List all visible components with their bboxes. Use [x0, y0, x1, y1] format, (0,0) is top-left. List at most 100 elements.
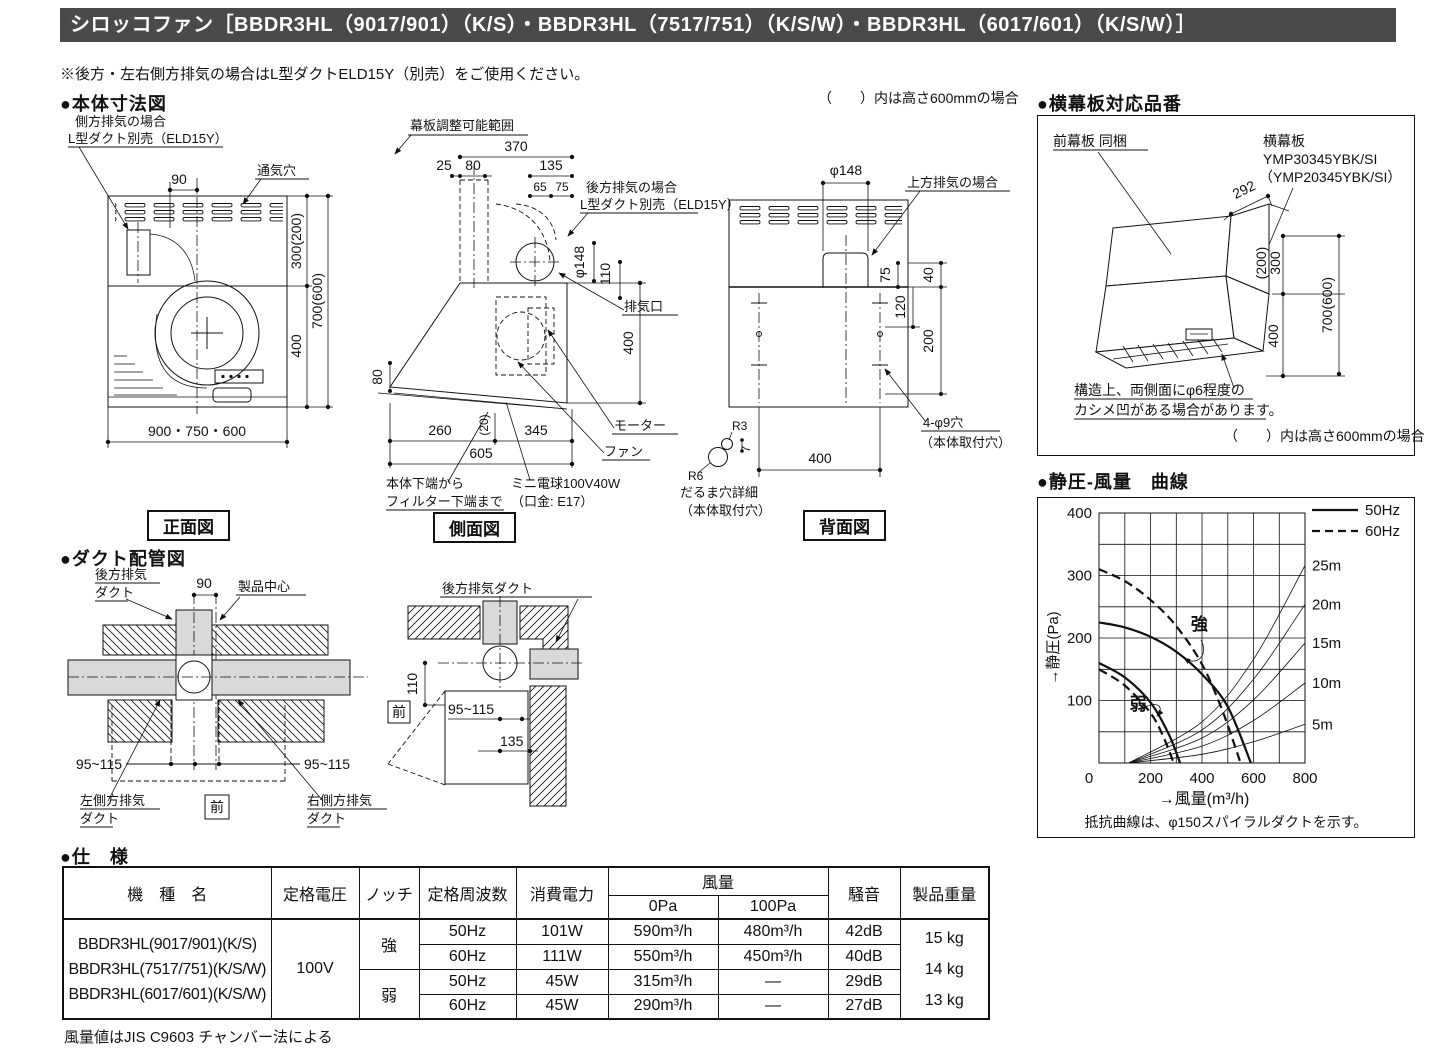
side-dim-260: 260 [428, 422, 452, 438]
spec-cell-flow0: 550m³/h [607, 943, 719, 970]
svg-text:25m: 25m [1312, 558, 1341, 575]
back-r3: R3 [732, 419, 748, 433]
spec-cell-freq: 50Hz [418, 918, 517, 945]
svg-text:60Hz: 60Hz [1365, 523, 1400, 540]
back-dim-40: 40 [920, 267, 936, 283]
spec-cell-noise: 40dB [827, 943, 901, 970]
front-side-exhaust-note-line2: L型ダクト別売（ELD15Y） [68, 131, 228, 146]
side-makuita-label: 幕板調整可能範囲 [410, 118, 514, 133]
duct-right-label2: ダクト [307, 811, 346, 826]
back-holes-note-line2: （本体取付穴） [920, 435, 1011, 450]
duct2-front-label: 前 [392, 704, 406, 720]
side-dim-65: 65 [533, 180, 547, 194]
back-view-caption: 背面図 [803, 510, 886, 541]
side-dim-345: 345 [524, 422, 548, 438]
front-dim-width: 900・750・600 [148, 423, 246, 439]
spec-col-model: 機 種 名 [62, 866, 272, 920]
pq-x-axis-title: →風量(m³/h) [1159, 791, 1250, 808]
back-dim-phi148: φ148 [830, 162, 863, 178]
front-dim-lower: 400 [288, 334, 304, 358]
side-rear-exhaust-line2: L型ダクト別売（ELD15Y） [580, 197, 740, 212]
spec-cell-flow0: 315m³/h [607, 968, 719, 995]
side-panel-box: 前幕板 同梱 横幕板 YMP30345YBK/SI （YMP20345YBK/S… [1037, 115, 1425, 456]
back-daruma-note-line1: だるま穴詳細 [680, 485, 758, 500]
spec-weights: 15 kg 14 kg 13 kg [899, 918, 990, 1020]
spec-notch-weak: 弱 [358, 968, 420, 1020]
side-dim-605: 605 [469, 445, 493, 461]
side-dim-80-left: 80 [369, 369, 385, 385]
side-dim-25: 25 [436, 157, 452, 173]
duct-left-label1: 左側方排気 [80, 793, 145, 808]
sp-dim-300: 300 [1267, 251, 1283, 275]
side-dim-75: 75 [555, 180, 569, 194]
sp-kashime-note-2: カシメ凹がある場合があります。 [1074, 402, 1283, 418]
back-r6: R6 [688, 469, 704, 483]
spec-cell-freq: 60Hz [418, 993, 517, 1020]
spec-cell-flow100: 480m³/h [717, 918, 829, 945]
svg-text:強: 強 [1191, 614, 1208, 634]
spec-weight-3: 13 kg [924, 991, 964, 1009]
spec-col-freq: 定格周波数 [418, 866, 517, 920]
spec-cell-flow0: 590m³/h [607, 918, 719, 945]
duct2-dim-110: 110 [404, 673, 420, 696]
svg-text:10m: 10m [1312, 675, 1341, 692]
sp-side-panel-3: （YMP20345YBK/SI） [1259, 169, 1401, 185]
spec-model-3: BBDR3HL(6017/601)(K/S/W) [68, 985, 267, 1003]
heading-duct-layout: ●ダクト配管図 [60, 549, 186, 569]
back-dim-75: 75 [877, 267, 893, 283]
spec-col-100pa: 100Pa [717, 894, 829, 920]
side-view-caption: 側面図 [433, 512, 516, 543]
front-vent-label: 通気穴 [257, 163, 296, 178]
duct2-rear-label: 後方排気ダクト [442, 581, 533, 596]
spec-cell-flow100: 450m³/h [717, 943, 829, 970]
spec-cell-power: 45W [515, 993, 609, 1020]
spec-model-2: BBDR3HL(7517/751)(K/S/W) [68, 960, 267, 978]
front-dim-90: 90 [171, 171, 187, 187]
duct-right-label1: 右側方排気 [307, 793, 372, 808]
sp-side-panel-2: YMP30345YBK/SI [1263, 151, 1377, 167]
spec-col-airflow: 風量 [607, 866, 829, 896]
side-exhaust-port-label: 排気口 [624, 299, 663, 314]
duct-rear-label2: ダクト [95, 585, 134, 600]
spec-col-voltage: 定格電圧 [270, 866, 360, 920]
spec-notch-strong: 強 [358, 918, 420, 970]
svg-text:800: 800 [1292, 770, 1317, 787]
front-dim-upper: 300(200) [288, 213, 304, 269]
front-filter-texture [114, 355, 177, 396]
heading-pq-curve: ●静圧-風量 曲線 [1037, 472, 1189, 492]
spec-cell-noise: 42dB [827, 918, 901, 945]
back-dim-200: 200 [920, 329, 936, 353]
back-daruma-note-line2: （本体取付穴） [680, 503, 771, 518]
side-dim-400: 400 [620, 331, 636, 355]
duct-layout-side-drawing: 後方排気ダクト 110 前 95~115 135 [387, 581, 592, 807]
front-view-caption: 正面図 [147, 510, 230, 541]
spec-row: BBDR3HL(9017/901)(K/S) BBDR3HL(7517/751)… [62, 918, 990, 1020]
side-dim-20: (20) [477, 414, 491, 435]
spec-cell-flow100: ― [717, 993, 829, 1020]
spec-col-0pa: 0Pa [607, 894, 719, 920]
heading-spec: ●仕 様 [60, 847, 129, 867]
sp-dim-total: 700(600) [1319, 277, 1335, 333]
back-top-exhaust-note: 上方排気の場合 [907, 175, 998, 190]
front-view-drawing: 側方排気の場合 L型ダクト別売（ELD15Y） 90 通気穴 300(200) … [68, 114, 333, 448]
side-dim-135: 135 [539, 157, 563, 173]
center-paren-note: （ ）内は高さ600mmの場合 [818, 90, 1019, 106]
hood-drawing [1094, 203, 1270, 369]
svg-text:200: 200 [1138, 770, 1163, 787]
spec-cell-flow100: ― [717, 968, 829, 995]
pq-note: 抵抗曲線は、φ150スパイラルダクトを示す。 [1084, 814, 1368, 830]
svg-text:300: 300 [1067, 568, 1092, 585]
spec-model-1: BBDR3HL(9017/901)(K/S) [77, 935, 257, 953]
spec-cell-freq: 50Hz [418, 968, 517, 995]
svg-text:20m: 20m [1312, 596, 1341, 613]
side-dim-80-top: 80 [465, 157, 481, 173]
top-note: ※後方・左右側方排気の場合はL型ダクトELD15Y（別売）をご使用ください。 [60, 66, 590, 83]
sp-side-panel-1: 横幕板 [1263, 133, 1305, 149]
spec-row: 弱 50Hz 45W 315m³/h ― 29dB [63, 968, 989, 1020]
side-filter-note-line1: 本体下端から [386, 476, 464, 491]
spec-weight-1: 15 kg [924, 929, 964, 947]
duct-range-left: 95~115 [76, 756, 122, 772]
spec-col-notch: ノッチ [358, 866, 420, 920]
svg-text:600: 600 [1241, 770, 1266, 787]
